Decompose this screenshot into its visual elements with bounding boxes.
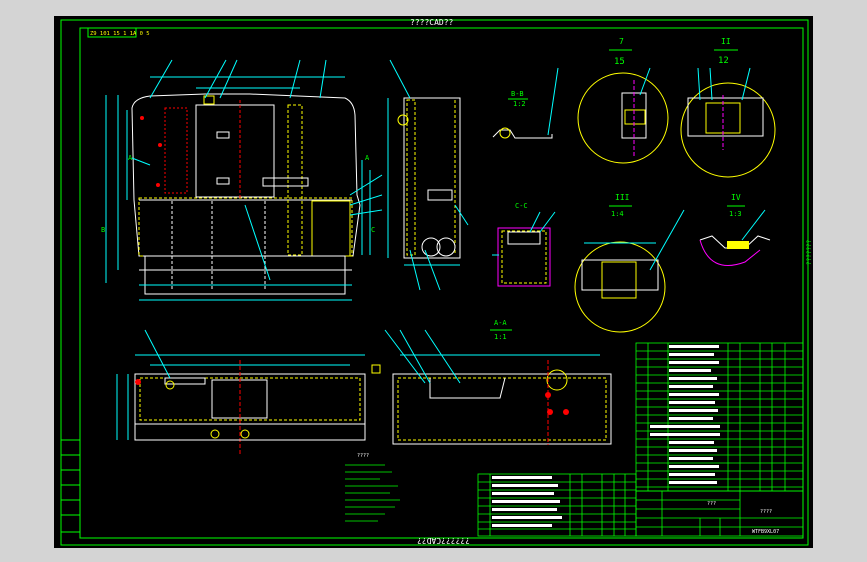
parts-table-bottom-text: [492, 476, 562, 527]
parts-table-bottom: [477, 473, 637, 537]
detail-3-num: III: [615, 193, 630, 202]
outer-frame: [60, 19, 809, 546]
code-box-text: Z9 101 15 1 1A 0 5: [90, 31, 150, 37]
title-block-name: ???: [707, 501, 716, 507]
section-aa-letter: A-A: [494, 319, 507, 327]
right-side-text: ???????: [806, 239, 813, 265]
notes-lines: [345, 464, 400, 522]
title-block: [635, 490, 804, 537]
section-bb-scale: 1:2: [513, 100, 526, 108]
detail-4-den: 1:3: [729, 210, 742, 218]
plan-view-left: [116, 329, 381, 455]
detail-1-view: [577, 67, 669, 164]
section-cc-view: [492, 211, 556, 287]
inner-frame: [79, 27, 804, 539]
detail-3-den: 1:4: [611, 210, 624, 218]
detail-4-num: IV: [731, 193, 741, 202]
section-bb-view: [492, 67, 559, 139]
side-view: [387, 59, 469, 291]
detail-1-den: 15: [614, 57, 625, 67]
label-c: C: [371, 226, 375, 234]
code-box: [87, 27, 137, 38]
parts-table-right-text: [650, 345, 720, 484]
detail-2-num: II: [721, 37, 731, 46]
section-bb-letter: B-B: [511, 90, 524, 98]
section-aa-scale: 1:1: [494, 333, 507, 341]
front-view: [105, 59, 383, 301]
title-block-drawing-no: WTFB9XL07: [752, 529, 779, 535]
detail-2-view: [680, 67, 776, 178]
label-b: B: [101, 226, 105, 234]
label-a: A: [128, 154, 133, 162]
parts-table-right: [635, 342, 804, 492]
detail-4-view: [699, 209, 771, 266]
detail-2-den: 12: [718, 56, 729, 66]
label-a2: A: [365, 154, 370, 162]
bottom-title: ??????CAD??: [417, 536, 470, 545]
notes-title: ????: [357, 453, 369, 459]
detail-1-num: 7: [619, 37, 624, 46]
top-title: ????CAD??: [410, 18, 454, 27]
left-margin-table: [60, 439, 81, 533]
detail-3-view: [574, 209, 685, 333]
title-block-org: ????: [760, 509, 772, 515]
plan-view-right: [384, 329, 612, 445]
section-cc-letter: C-C: [515, 202, 528, 210]
